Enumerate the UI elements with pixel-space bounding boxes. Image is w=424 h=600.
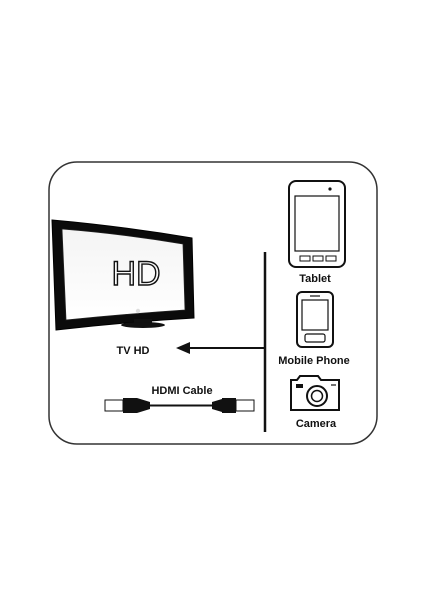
tablet-icon: [288, 180, 346, 268]
tv-icon: [51, 219, 195, 331]
tv-screen-text: HD: [111, 255, 160, 293]
hdmi-cable-icon: [104, 398, 255, 413]
hdmi-cable-label: HDMI Cable: [151, 385, 212, 397]
mobile-phone-icon: [296, 291, 334, 348]
camera-icon: [290, 375, 340, 411]
mobile-phone-label: Mobile Phone: [278, 355, 350, 367]
arrow-head-icon: [176, 342, 190, 354]
tablet-label: Tablet: [299, 273, 331, 285]
tv-label: TV HD: [117, 345, 150, 357]
camera-label: Camera: [296, 418, 337, 430]
